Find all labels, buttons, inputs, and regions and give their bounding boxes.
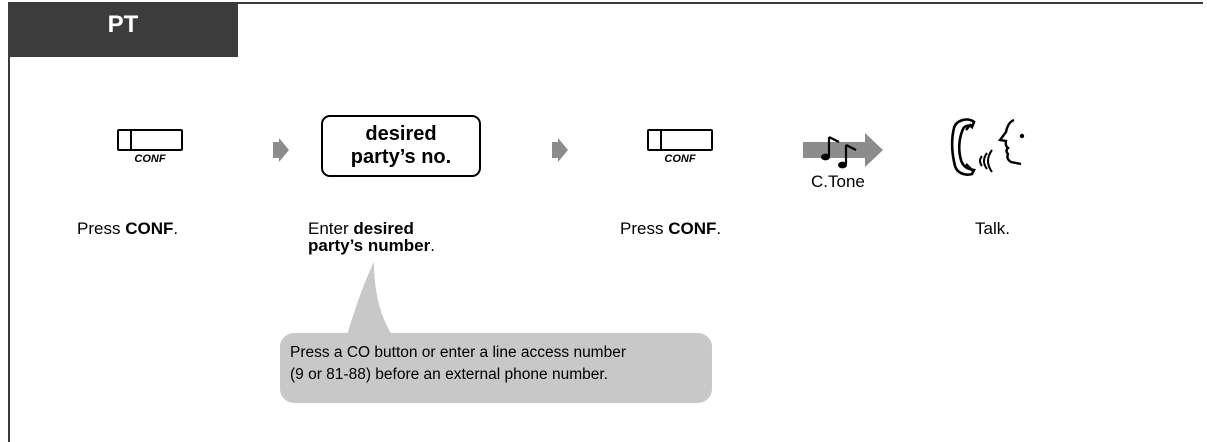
callout-note-box [280, 333, 712, 403]
callout-pointer [346, 262, 394, 338]
conf-key-shape [647, 129, 713, 151]
music-note-icon [821, 136, 857, 169]
desired-party-number-key: desired party’s no. [321, 115, 481, 177]
arrow-right-icon [273, 138, 289, 162]
conf-key-label: CONF [664, 153, 696, 165]
section-tab: PT [8, 2, 238, 57]
step1-caption: Press CONF. [77, 219, 179, 238]
callout-line2: (9 or 81-88) before an external phone nu… [290, 366, 608, 383]
page-frame [8, 2, 1203, 442]
step4-caption: Talk. [975, 219, 1010, 238]
conf-key-label: CONF [134, 153, 166, 165]
section-tab-label: PT [107, 11, 139, 38]
step2-caption: Enter desired party’s number. [308, 219, 435, 255]
dial-box-line1: desired [365, 123, 437, 145]
step3-caption: Press CONF. [620, 219, 722, 238]
callout-note-text: Press a CO button or enter a line access… [290, 342, 710, 386]
tone-arrow-icon [803, 133, 883, 169]
arrow-right-icon [552, 138, 568, 162]
callout-line1: Press a CO button or enter a line access… [290, 344, 626, 361]
confirmation-tone-label: C.Tone [811, 172, 865, 191]
conf-key-shape [117, 129, 183, 151]
dial-box-line2: party’s no. [350, 146, 452, 168]
handset-talk-icon [950, 118, 1025, 176]
